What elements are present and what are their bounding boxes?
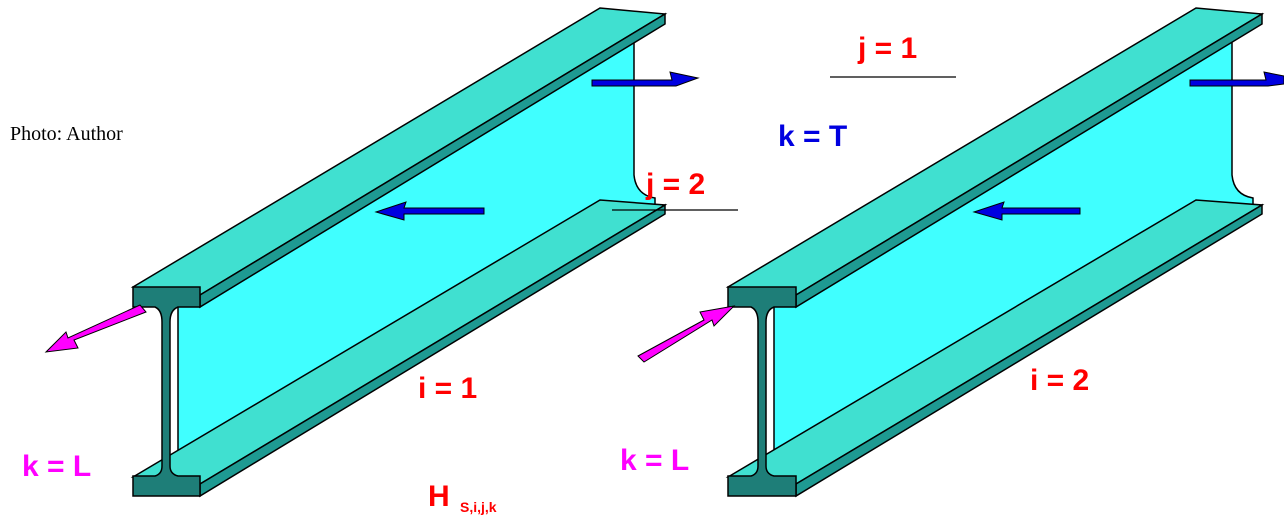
beam-left-transverse-arrow	[591, 71, 700, 87]
beam-right-transverse-arrow	[1189, 71, 1284, 87]
label-H-subscript: S,i,j,k	[460, 499, 497, 515]
beam-right-cross-section	[727, 286, 797, 497]
label-H-main: H	[428, 480, 450, 513]
label-i2: i = 2	[1030, 364, 1089, 397]
label-kT: k = T	[778, 120, 847, 153]
label-kL-right: k = L	[620, 444, 689, 477]
label-i1: i = 1	[418, 372, 477, 405]
beam-right-longitudinal-arrow	[972, 201, 1081, 221]
photo-credit: Photo: Author	[10, 123, 123, 145]
label-kL-left: k = L	[22, 450, 91, 483]
label-j2: j = 2	[645, 168, 705, 201]
beam-left-web	[177, 36, 656, 480]
label-j1: j = 1	[857, 32, 917, 65]
beam-left-axial-arrow	[44, 304, 147, 353]
beam-left	[44, 7, 738, 498]
beam-right	[637, 7, 1284, 498]
beam-right-axial-arrow	[637, 305, 736, 363]
label-H-symbol: H S,i,j,k	[428, 480, 497, 515]
beam-right-web	[773, 36, 1254, 480]
beam-left-longitudinal-arrow	[374, 201, 485, 221]
beam-left-cross-section	[132, 286, 201, 497]
